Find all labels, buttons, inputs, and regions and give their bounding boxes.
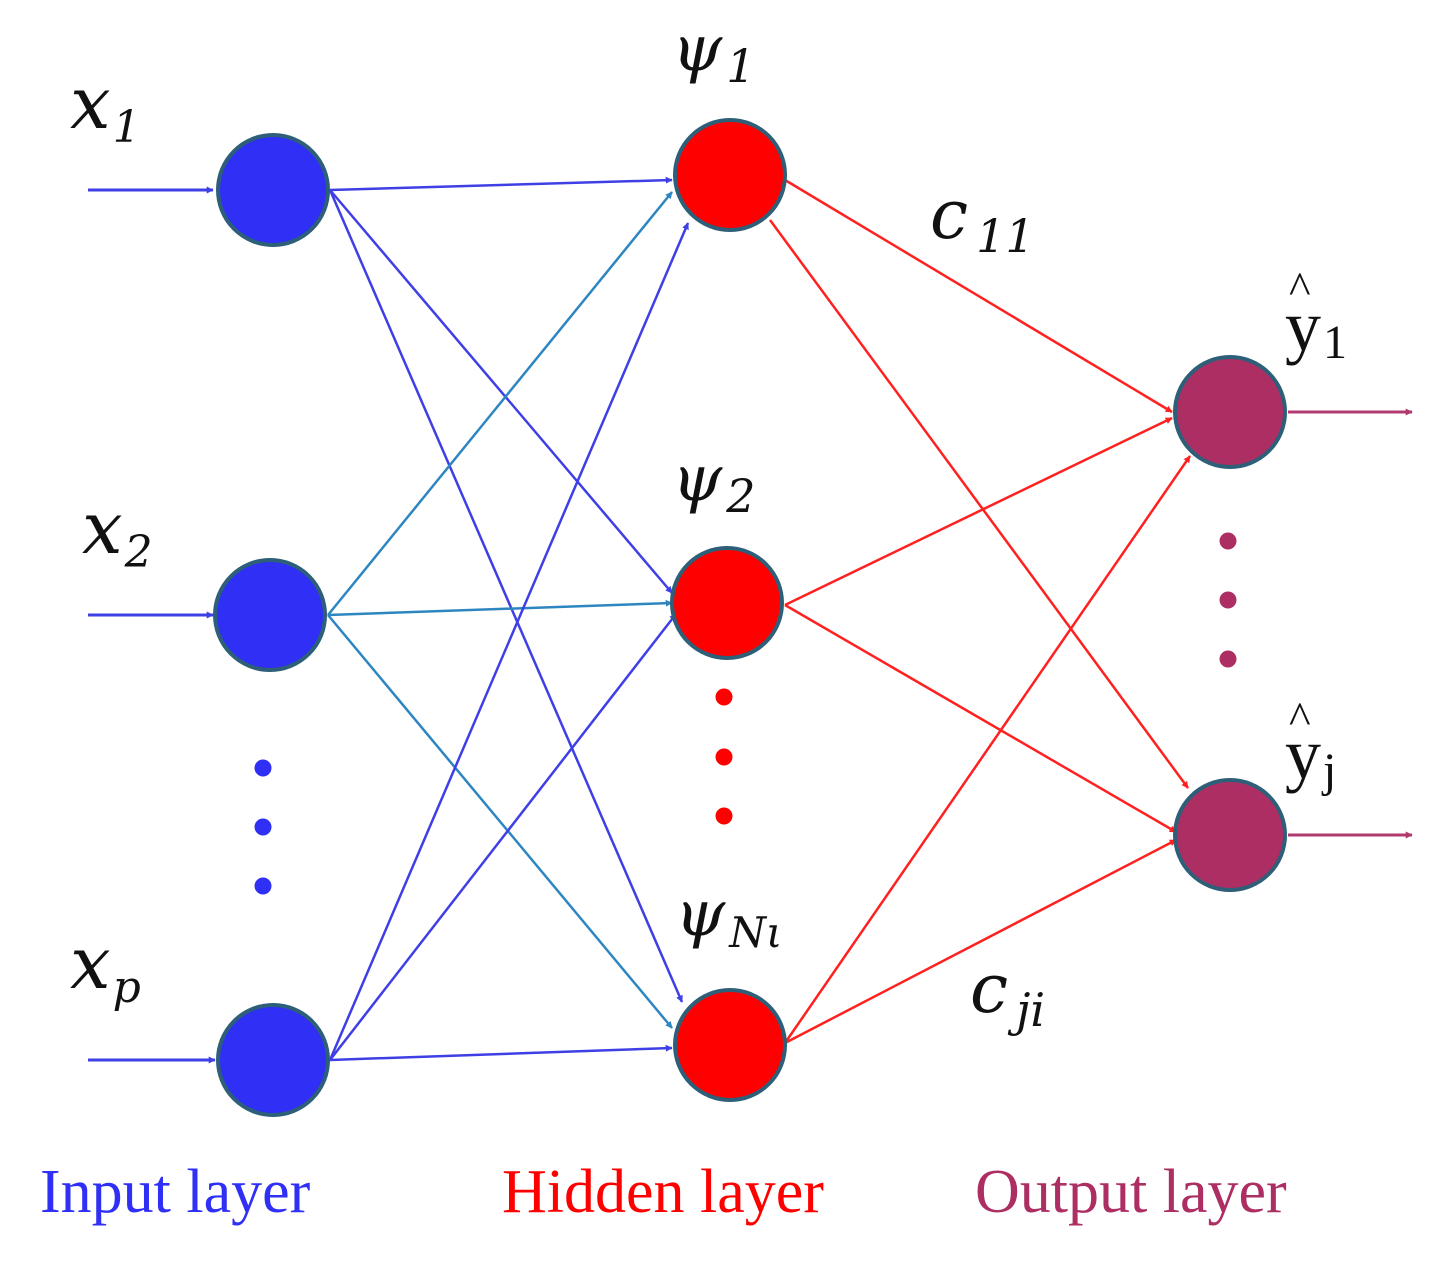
link-x2-h2 xyxy=(327,599,673,617)
input-arrows xyxy=(88,186,216,1064)
hidden-label-2: ψ2 xyxy=(672,442,755,523)
link-xp-hN xyxy=(329,1044,673,1062)
link-x2-hN xyxy=(327,614,673,1029)
link-x1-hN xyxy=(328,189,684,1003)
output-label-1: y1 xyxy=(1285,286,1347,369)
link-xp-h2 xyxy=(329,613,677,1061)
link-x1-h2 xyxy=(329,189,673,594)
output-node-j xyxy=(1173,778,1287,892)
hidden-node-N xyxy=(673,988,787,1102)
output-ellipsis xyxy=(1219,532,1237,668)
input-label-2: x2 xyxy=(82,486,153,578)
input-ellipsis xyxy=(254,759,272,895)
link-h1-yj xyxy=(768,219,1190,789)
hidden-label-1: ψ1 xyxy=(672,12,755,93)
link-xp-h1 xyxy=(328,222,690,1061)
hidden-node-2 xyxy=(670,546,784,660)
input-node-2 xyxy=(213,558,327,672)
hidden-layer-caption: Hidden layer xyxy=(502,1158,824,1226)
output-nodes xyxy=(1173,355,1287,892)
link-h2-y1 xyxy=(784,416,1173,607)
link-h2-yj xyxy=(784,603,1177,834)
input-node-1 xyxy=(216,133,330,247)
input-hidden-links xyxy=(327,176,690,1062)
input-nodes xyxy=(213,133,330,1117)
input-label-p: xp xyxy=(70,921,141,1013)
hidden-nodes xyxy=(670,118,787,1102)
input-label-1: x1 xyxy=(70,61,141,153)
output-label-1-hat: ^ xyxy=(1289,262,1311,313)
hidden-ellipsis xyxy=(715,688,733,825)
output-label-j: yj xyxy=(1285,714,1336,797)
output-node-1 xyxy=(1173,355,1287,469)
link-hN-y1 xyxy=(783,455,1192,1044)
output-arrows xyxy=(1288,408,1413,839)
link-x2-h1 xyxy=(327,191,673,616)
output-layer-caption: Output layer xyxy=(975,1158,1287,1226)
link-hN-yj xyxy=(784,838,1177,1045)
link-x1-h1 xyxy=(329,176,673,192)
link-h1-y1 xyxy=(784,178,1173,414)
input-node-p xyxy=(216,1003,330,1117)
input-layer-caption: Input layer xyxy=(40,1158,311,1226)
hidden-node-1 xyxy=(673,118,787,232)
output-label-j-hat: ^ xyxy=(1289,692,1311,743)
hidden-label-N: ψNι xyxy=(675,877,782,957)
hidden-output-links xyxy=(768,178,1192,1045)
